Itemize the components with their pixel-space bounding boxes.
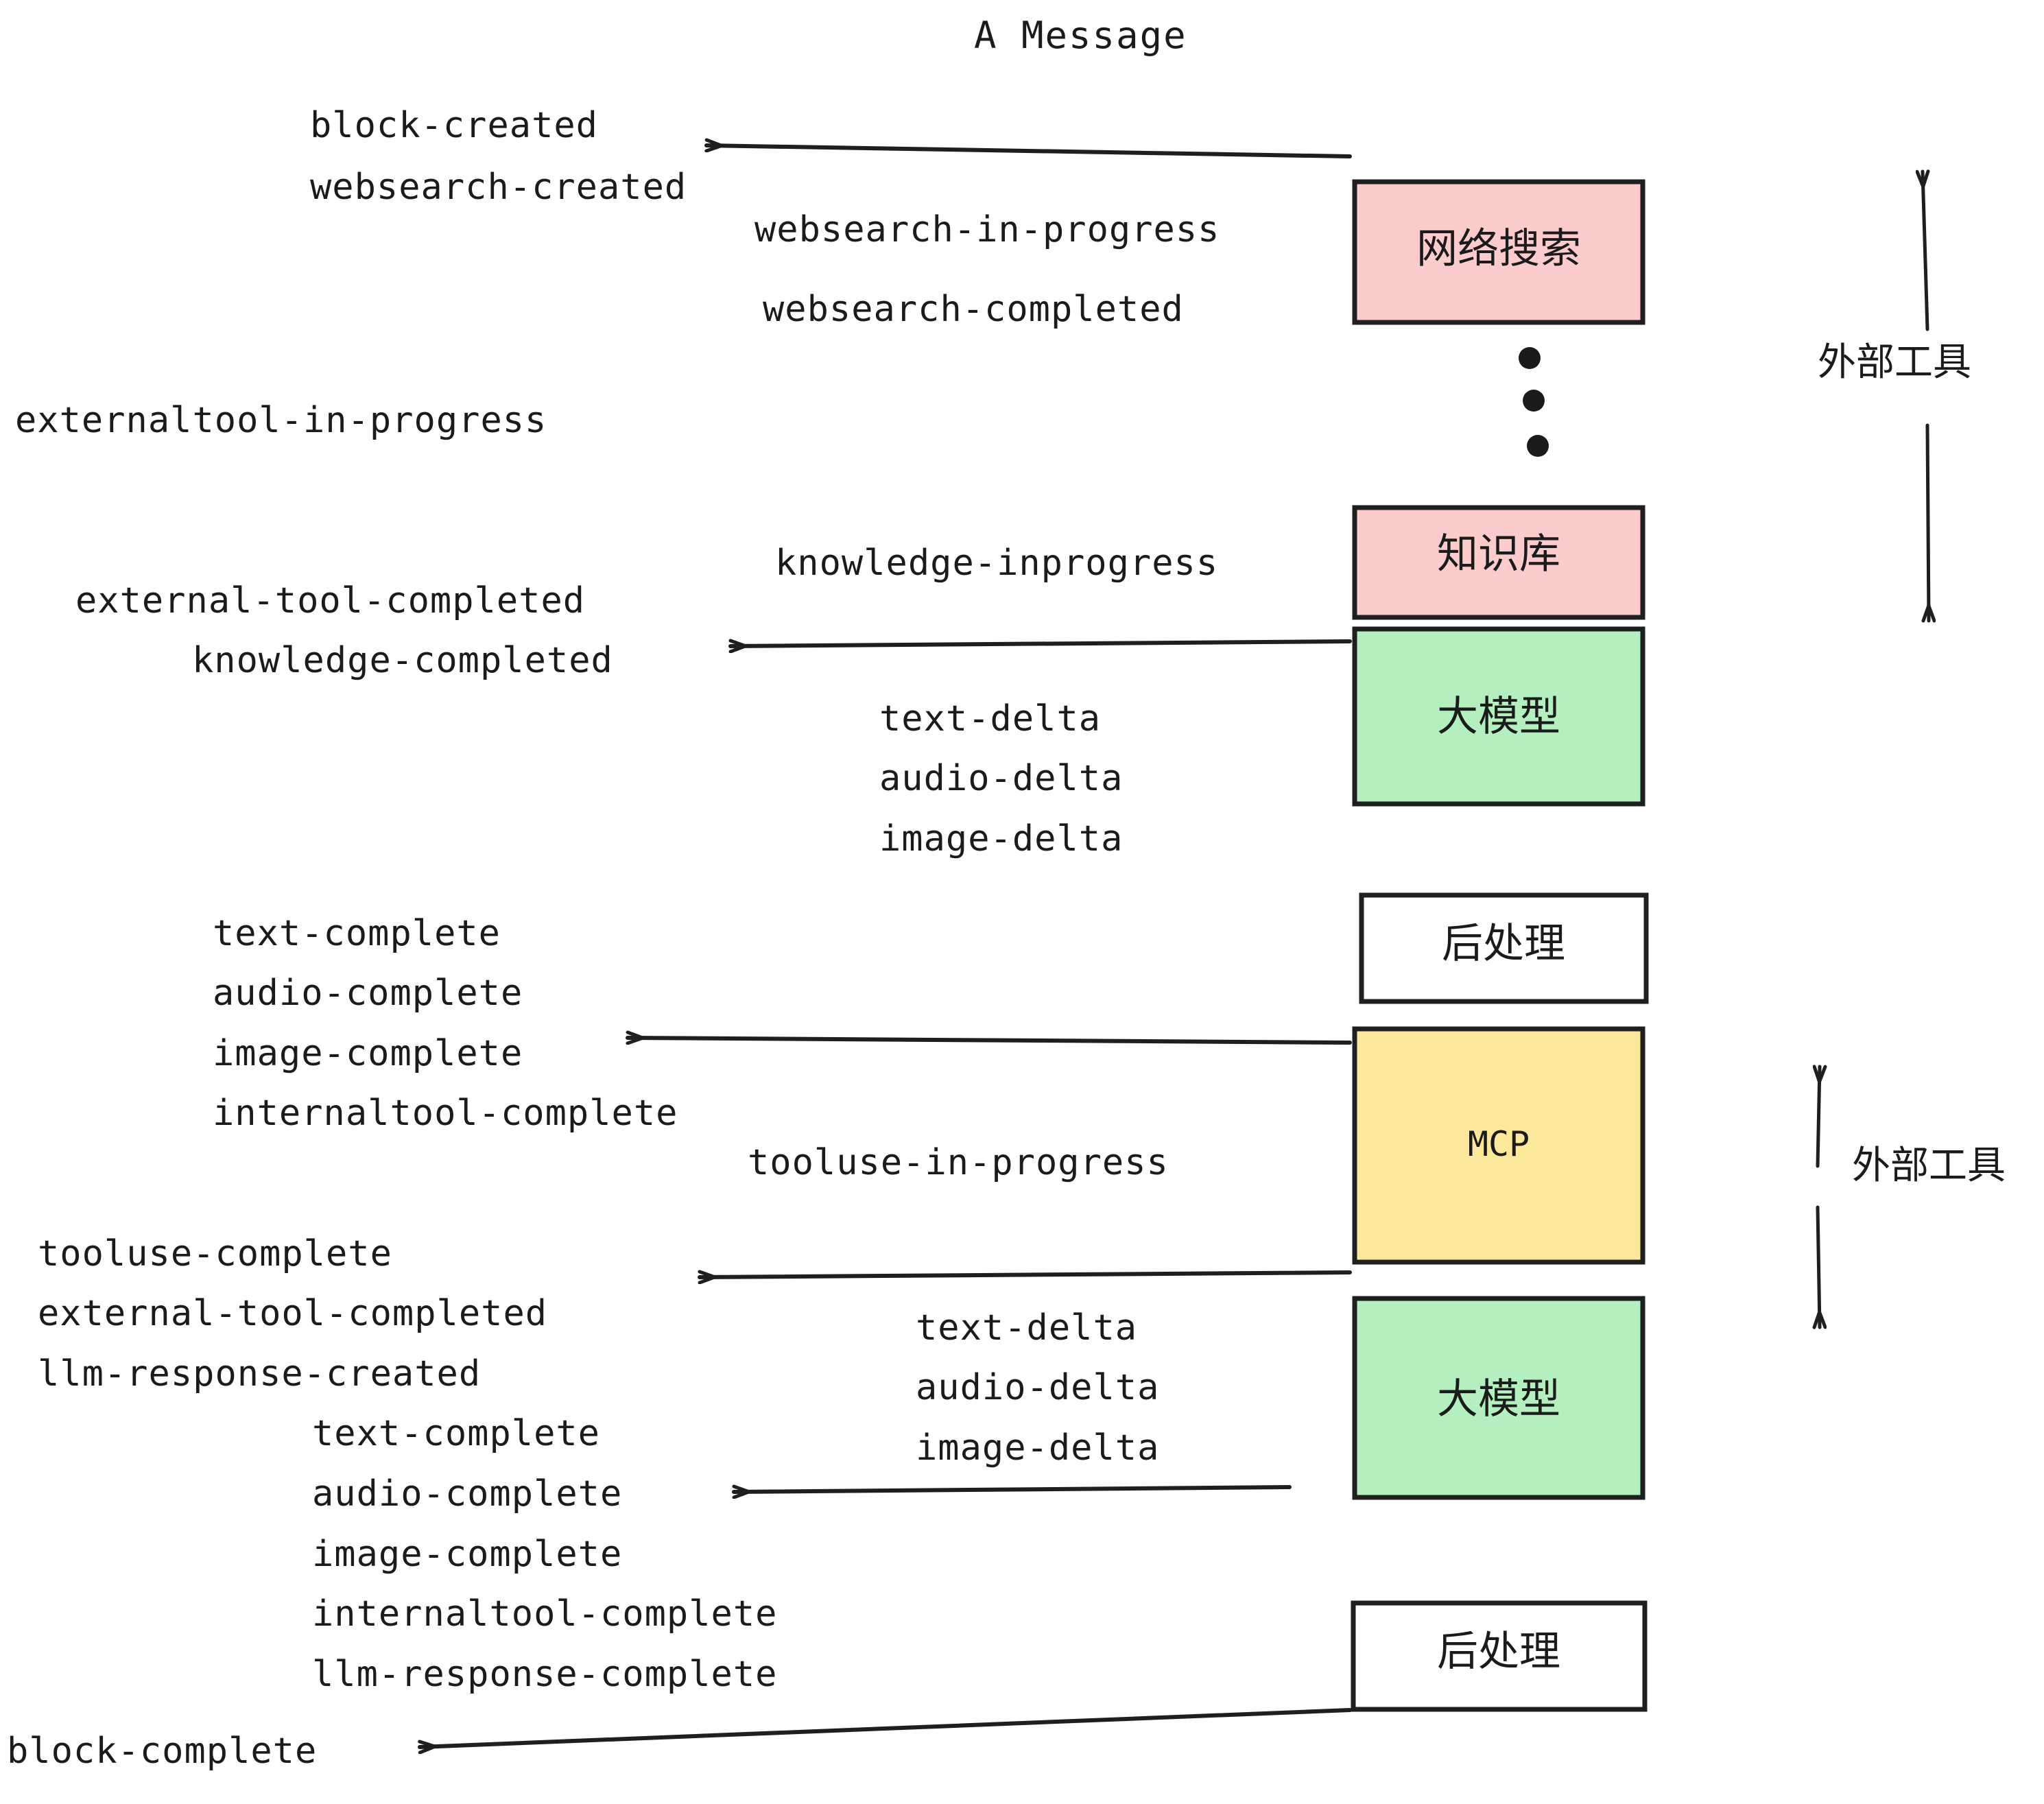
event-externaltool-in-progress: externaltool-in-progress [15, 400, 547, 441]
arrow-block-complete [418, 1708, 1352, 1747]
box-llm-top[interactable] [1352, 626, 1645, 807]
event-audio-complete-2: audio-complete [312, 1473, 622, 1515]
event-internaltool-complete-2: internaltool-complete [312, 1593, 777, 1635]
arrow-image-complete [626, 1038, 1352, 1043]
external-tools-bottom-label: 外部工具 [1852, 1143, 2006, 1188]
event-text-complete-2: text-complete [312, 1413, 600, 1454]
arrow-audio-complete [732, 1487, 1292, 1492]
box-postprocess-bottom[interactable] [1351, 1600, 1648, 1712]
box-postprocess-bottom-label: 后处理 [1437, 1628, 1560, 1676]
event-image-delta-1: image-delta [879, 818, 1123, 859]
ellipsis-dots [1519, 347, 1549, 457]
event-image-complete-2: image-complete [312, 1534, 622, 1575]
external-tools-top-down-arrow [1927, 423, 1929, 621]
event-audio-complete-1: audio-complete [213, 973, 523, 1014]
event-tooluse-in-progress: tooluse-in-progress [748, 1142, 1169, 1183]
event-block-complete: block-complete [7, 1731, 317, 1772]
event-knowledge-inprogress: knowledge-inprogress [775, 543, 1218, 584]
event-internaltool-complete-1: internaltool-complete [213, 1093, 678, 1134]
event-llm-response-created: llm-response-created [38, 1353, 481, 1394]
event-text-delta-1: text-delta [879, 698, 1101, 739]
box-postprocess-top[interactable] [1359, 892, 1649, 1004]
box-knowledge-label: 知识库 [1437, 530, 1560, 578]
event-external-tool-completed-2: external-tool-completed [38, 1293, 547, 1334]
arrow-block-created [704, 145, 1352, 158]
box-postprocess-top-label: 后处理 [1442, 920, 1565, 968]
box-websearch[interactable] [1352, 179, 1645, 325]
box-mcp-label: MCP [1468, 1124, 1530, 1164]
box-knowledge[interactable] [1352, 505, 1645, 620]
external-tools-top-label: 外部工具 [1818, 340, 1971, 385]
event-audio-delta-1: audio-delta [879, 758, 1123, 799]
event-websearch-completed: websearch-completed [763, 289, 1184, 330]
arrow-knowledge-completed [728, 641, 1352, 646]
box-mcp[interactable] [1352, 1026, 1645, 1265]
event-block-created: block-created [310, 105, 598, 146]
arrow-tooluse-complete [698, 1272, 1352, 1277]
box-llm-top-label: 大模型 [1437, 693, 1560, 741]
event-tooluse-complete: tooluse-complete [38, 1233, 392, 1274]
event-knowledge-completed: knowledge-completed [192, 640, 613, 681]
external-tools-top-up-arrow [1923, 171, 1927, 331]
event-image-complete-1: image-complete [213, 1033, 523, 1074]
box-llm-bottom-label: 大模型 [1437, 1375, 1560, 1423]
event-llm-response-complete: llm-response-complete [312, 1654, 777, 1695]
event-image-delta-2: image-delta [916, 1427, 1159, 1469]
box-llm-bottom[interactable] [1352, 1296, 1645, 1500]
event-audio-delta-2: audio-delta [916, 1367, 1159, 1408]
external-tools-bottom-up-arrow [1818, 1067, 1820, 1168]
event-text-delta-2: text-delta [916, 1307, 1137, 1349]
box-websearch-label: 网络搜索 [1416, 225, 1581, 273]
event-websearch-in-progress: websearch-in-progress [754, 209, 1220, 250]
event-websearch-created: websearch-created [310, 167, 687, 208]
event-external-tool-completed-1: external-tool-completed [75, 580, 585, 621]
external-tools-bottom-down-arrow [1818, 1205, 1820, 1327]
event-text-complete-1: text-complete [213, 913, 501, 954]
page-title: A Message [974, 14, 1187, 57]
